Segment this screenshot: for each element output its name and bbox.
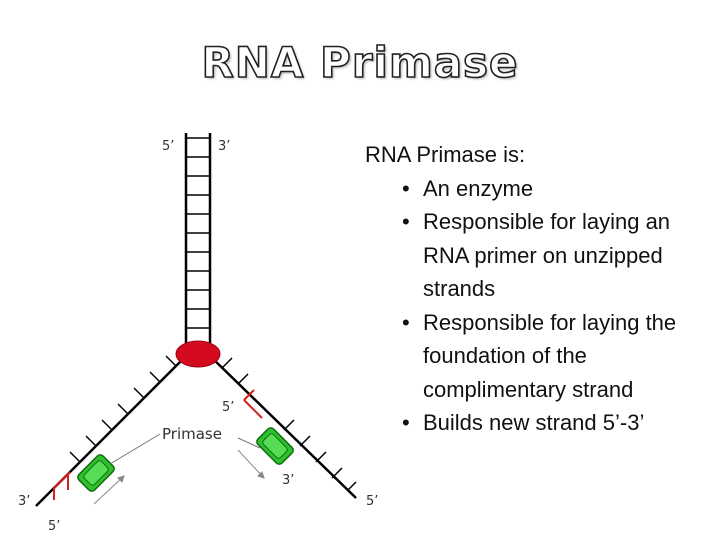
primase-label: Primase (162, 425, 222, 443)
primase-pointer-left (109, 433, 161, 465)
bullet-item: •Responsible for laying the foundation o… (365, 306, 710, 407)
left-template-strand (35, 353, 189, 507)
bullet-dot-icon: • (402, 209, 410, 234)
bullet-item: •An enzyme (365, 172, 710, 206)
bullet-item: •Responsible for laying an RNA primer on… (365, 205, 710, 306)
bullet-list: •An enzyme •Responsible for laying an RN… (365, 172, 710, 440)
helicase-enzyme (175, 340, 221, 368)
right-rna-primer (243, 399, 263, 419)
slide-title: RNA Primase (201, 37, 519, 88)
bullet-dot-icon: • (402, 410, 410, 435)
right-template-strand (207, 353, 357, 499)
synthesis-arrow-right (237, 449, 265, 479)
label-right-5prime: 5’ (366, 494, 378, 509)
label-top-5prime: 5’ (162, 139, 174, 154)
label-left-3prime: 3’ (18, 494, 30, 509)
primase-enzyme-right (256, 427, 294, 465)
label-left-5prime: 5’ (48, 519, 60, 534)
bullet-dot-icon: • (402, 309, 410, 335)
label-right-3prime: 3’ (282, 473, 294, 488)
primase-enzyme-left (77, 454, 115, 492)
parental-dna-strand (184, 133, 212, 348)
bullet-dot-icon: • (402, 175, 410, 201)
label-right-5prime-primer: 5’ (222, 400, 234, 415)
intro-text: RNA Primase is: (365, 142, 526, 167)
label-top-3prime: 3’ (218, 139, 230, 154)
replication-fork-diagram: 5’ 3’ (10, 128, 388, 540)
synthesis-arrow-left (93, 475, 125, 505)
primase-pointer-right (237, 437, 261, 449)
bullet-item: •Builds new strand 5’-3’ (365, 406, 710, 440)
description-text: RNA Primase is: •An enzyme •Responsible … (365, 138, 710, 440)
